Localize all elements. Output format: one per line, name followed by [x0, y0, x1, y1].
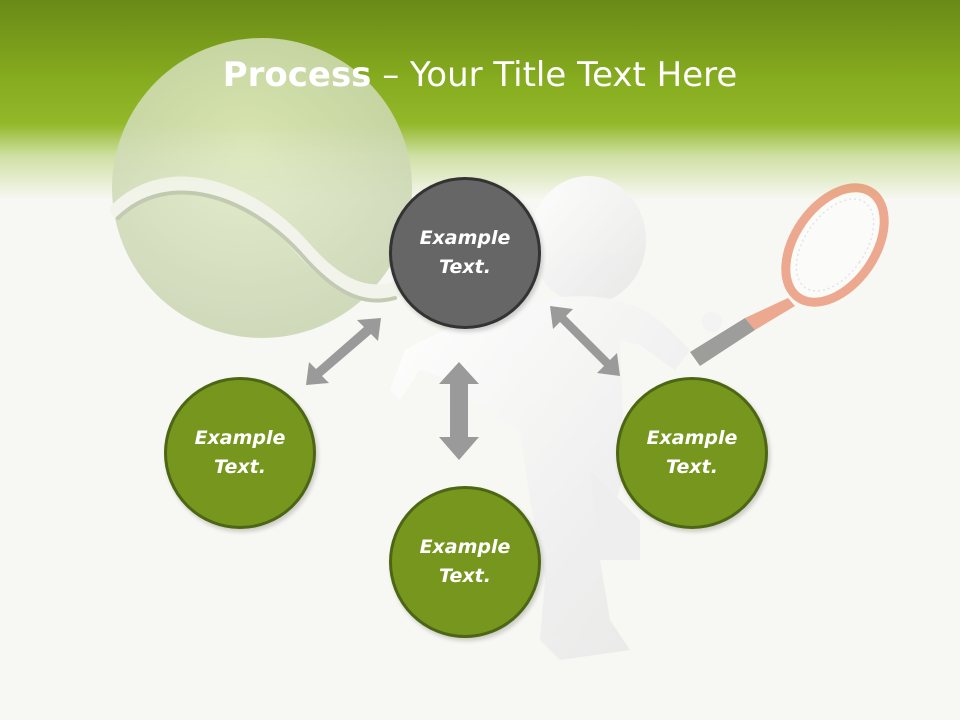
tennis-racket-icon	[690, 183, 889, 366]
node-right[interactable]: Example Text.	[616, 377, 768, 529]
node-bottom[interactable]: Example Text.	[389, 486, 541, 638]
title-bold: Process	[222, 55, 372, 95]
node-top[interactable]: Example Text.	[389, 177, 541, 329]
node-right-text: Example Text.	[646, 427, 738, 478]
tennis-ball-icon	[110, 38, 412, 338]
node-bottom-text: Example Text.	[419, 536, 511, 587]
node-left[interactable]: Example Text.	[164, 377, 316, 529]
arrow-top-right	[550, 306, 620, 376]
arrow-top-left	[306, 318, 381, 385]
title-rest: – Your Title Text Here	[371, 55, 738, 95]
node-left-text: Example Text.	[194, 427, 286, 478]
node-top-text: Example Text.	[419, 227, 511, 278]
slide-title: Process – Your Title Text Here	[0, 52, 960, 98]
arrow-vertical	[439, 362, 479, 460]
